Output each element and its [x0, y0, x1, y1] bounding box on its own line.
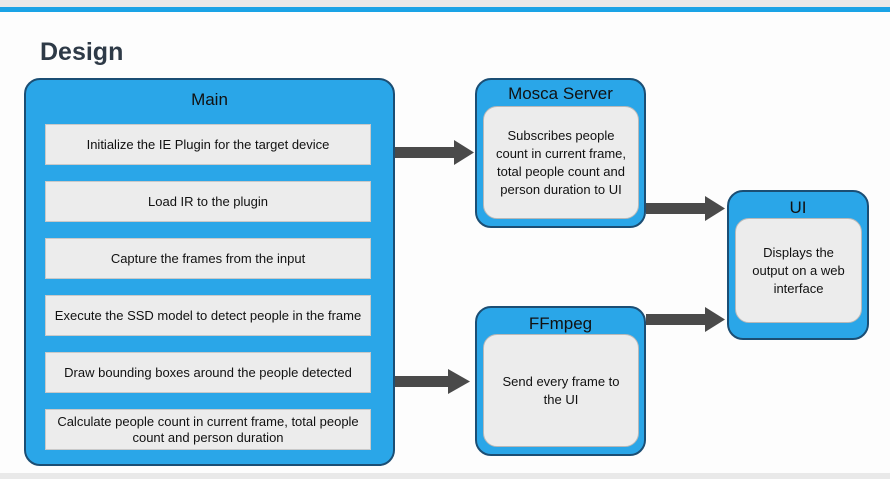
step-capture-frames: Capture the frames from the input — [45, 238, 371, 279]
mosca-to-ui-arrow — [646, 196, 725, 221]
mosca-server-description: Subscribes people count in current frame… — [483, 106, 639, 219]
ffmpeg-description: Send every frame to the UI — [483, 334, 639, 447]
accent-bar — [0, 7, 890, 12]
step-calculate-counts: Calculate people count in current frame,… — [45, 409, 371, 450]
ffmpeg-title: FFmpeg — [528, 314, 593, 333]
step-initialize-plugin: Initialize the IE Plugin for the target … — [45, 124, 371, 165]
mosca-server-title: Mosca Server — [508, 84, 613, 103]
step-load-ir: Load IR to the plugin — [45, 181, 371, 222]
main-panel-title: Main — [191, 90, 228, 109]
main-to-mosca-arrow — [395, 140, 474, 165]
ffmpeg-to-ui-arrow — [646, 307, 725, 332]
main-to-ffmpeg-arrow — [395, 369, 470, 394]
step-run-ssd-model: Execute the SSD model to detect people i… — [45, 295, 371, 336]
page-title: Design — [40, 38, 124, 66]
step-draw-boxes: Draw bounding boxes around the people de… — [45, 352, 371, 393]
ui-title: UI — [789, 198, 807, 217]
ui-description: Displays the output on a web interface — [735, 218, 862, 323]
